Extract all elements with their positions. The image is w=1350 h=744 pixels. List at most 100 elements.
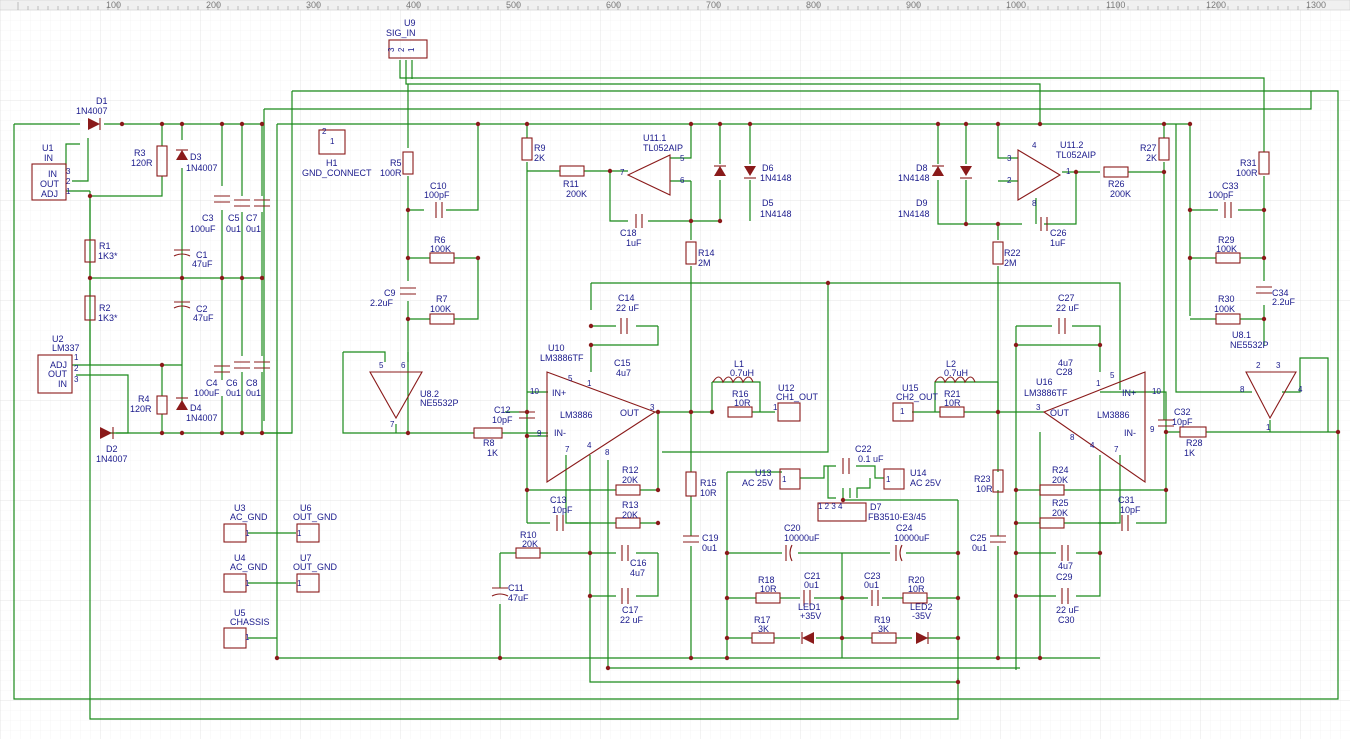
r14-value: 2M xyxy=(698,258,711,268)
svg-text:8: 8 xyxy=(1070,433,1075,442)
u15-value: CH2_OUT xyxy=(896,392,939,402)
c5-ref: C5 xyxy=(228,213,240,223)
r10-value: 20K xyxy=(522,539,538,549)
svg-text:3: 3 xyxy=(1036,403,1041,412)
junction-dot xyxy=(717,121,723,127)
d1-value: 1N4007 xyxy=(76,106,108,116)
u11-2-value: TL052AIP xyxy=(1056,150,1096,160)
svg-text:7: 7 xyxy=(390,420,395,429)
c12-value: 10pF xyxy=(492,415,513,425)
c19-value: 0u1 xyxy=(702,543,717,553)
svg-text:5: 5 xyxy=(680,154,685,163)
junction-dot xyxy=(475,121,481,127)
junction-dot xyxy=(935,121,941,127)
svg-text:3: 3 xyxy=(650,403,655,412)
c17-ref: C17 xyxy=(622,605,639,615)
u16-ref: U16 xyxy=(1036,377,1053,387)
svg-text:1: 1 xyxy=(1066,167,1071,176)
svg-text:3: 3 xyxy=(1007,154,1012,163)
svg-text:1: 1 xyxy=(245,529,250,538)
c1-value: 47uF xyxy=(192,259,213,269)
r3-value: 120R xyxy=(131,158,153,168)
c9-value: 2.2uF xyxy=(370,298,394,308)
junction-dot xyxy=(497,655,503,661)
r6-ref: R6 xyxy=(434,235,446,245)
junction-dot xyxy=(1073,169,1079,175)
svg-text:5: 5 xyxy=(568,374,573,383)
junction-dot xyxy=(1261,207,1267,213)
ruler-label: 200 xyxy=(206,0,221,10)
junction-dot xyxy=(1037,655,1043,661)
c29-value: 4u7 xyxy=(1058,561,1073,571)
c10-ref: C10 xyxy=(430,181,447,191)
u1-value: IN xyxy=(44,153,53,163)
d3-value: 1N4007 xyxy=(186,163,218,173)
c32-value: 10pF xyxy=(1172,417,1193,427)
u9-ref: U9 xyxy=(404,18,416,28)
r15-ref: R15 xyxy=(700,478,717,488)
u16-in-plus: IN+ xyxy=(1122,388,1136,398)
c9-ref: C9 xyxy=(384,288,396,298)
svg-text:3: 3 xyxy=(387,47,396,52)
component-symbols xyxy=(31,39,1297,649)
c30-value: 22 uF xyxy=(1056,605,1080,615)
c22-ref: C22 xyxy=(855,444,872,454)
svg-text:4: 4 xyxy=(1090,441,1095,450)
junction-dot xyxy=(1013,550,1019,556)
svg-text:3: 3 xyxy=(74,375,79,384)
c31-ref: C31 xyxy=(1118,495,1135,505)
svg-text:6: 6 xyxy=(401,361,406,370)
r14-ref: R14 xyxy=(698,248,715,258)
c23-value: 0u1 xyxy=(864,580,879,590)
u16-out: OUT xyxy=(1050,408,1070,418)
d7-value: FB3510-E3/45 xyxy=(868,512,926,522)
r16-ref: R16 xyxy=(732,389,749,399)
svg-text:2: 2 xyxy=(66,177,71,186)
d9-value: 1N4148 xyxy=(898,209,930,219)
c27-value: 22 uF xyxy=(1056,303,1080,313)
l2-ref: L2 xyxy=(946,359,956,369)
h1-value: GND_CONNECT xyxy=(302,168,372,178)
c2-value: 47uF xyxy=(193,313,214,323)
svg-text:1: 1 xyxy=(900,407,905,416)
junction-dot xyxy=(724,635,730,641)
junction-dot xyxy=(963,221,969,227)
c32-ref: C32 xyxy=(1174,407,1191,417)
r13-ref: R13 xyxy=(622,500,639,510)
r2-ref: R2 xyxy=(99,303,111,313)
c8-ref: C8 xyxy=(246,378,258,388)
svg-text:8: 8 xyxy=(605,448,610,457)
junction-dot xyxy=(688,409,694,415)
junction-dot xyxy=(709,409,715,415)
junction-dot xyxy=(87,193,93,199)
svg-text:9: 9 xyxy=(1150,425,1155,434)
c28-ref: C28 xyxy=(1056,367,1073,377)
c28-value: 4u7 xyxy=(1058,358,1073,368)
junction-dot xyxy=(1013,342,1019,348)
junction-dot xyxy=(239,121,245,127)
d4-value: 1N4007 xyxy=(186,413,218,423)
r3-ref: R3 xyxy=(134,148,146,158)
r7-ref: R7 xyxy=(436,294,448,304)
u4-ref: U4 xyxy=(234,553,246,563)
u14-ref: U14 xyxy=(910,468,927,478)
c4-value: 100uF xyxy=(194,388,220,398)
c33-ref: C33 xyxy=(1222,181,1239,191)
c11-ref: C11 xyxy=(508,583,524,593)
c33-value: 100pF xyxy=(1208,190,1234,200)
junction-dot xyxy=(1163,429,1169,435)
svg-text:10: 10 xyxy=(1152,387,1161,396)
junction-dot xyxy=(995,655,1001,661)
r22-ref: R22 xyxy=(1004,248,1021,258)
u1-out: OUT xyxy=(40,179,60,189)
junction-dot xyxy=(655,520,661,526)
u6-value: OUT_GND xyxy=(293,512,338,522)
r28-ref: R28 xyxy=(1186,438,1203,448)
d6-ref: D6 xyxy=(762,163,774,173)
junction-dot xyxy=(1187,207,1193,213)
junction-dot xyxy=(1013,520,1019,526)
r2-value: 1K3* xyxy=(98,313,118,323)
c1-ref: C1 xyxy=(196,250,208,260)
component-labels: U9 SIG_IN H1 GND_CONNECT D1 1N4007 U1 IN… xyxy=(40,18,1296,634)
